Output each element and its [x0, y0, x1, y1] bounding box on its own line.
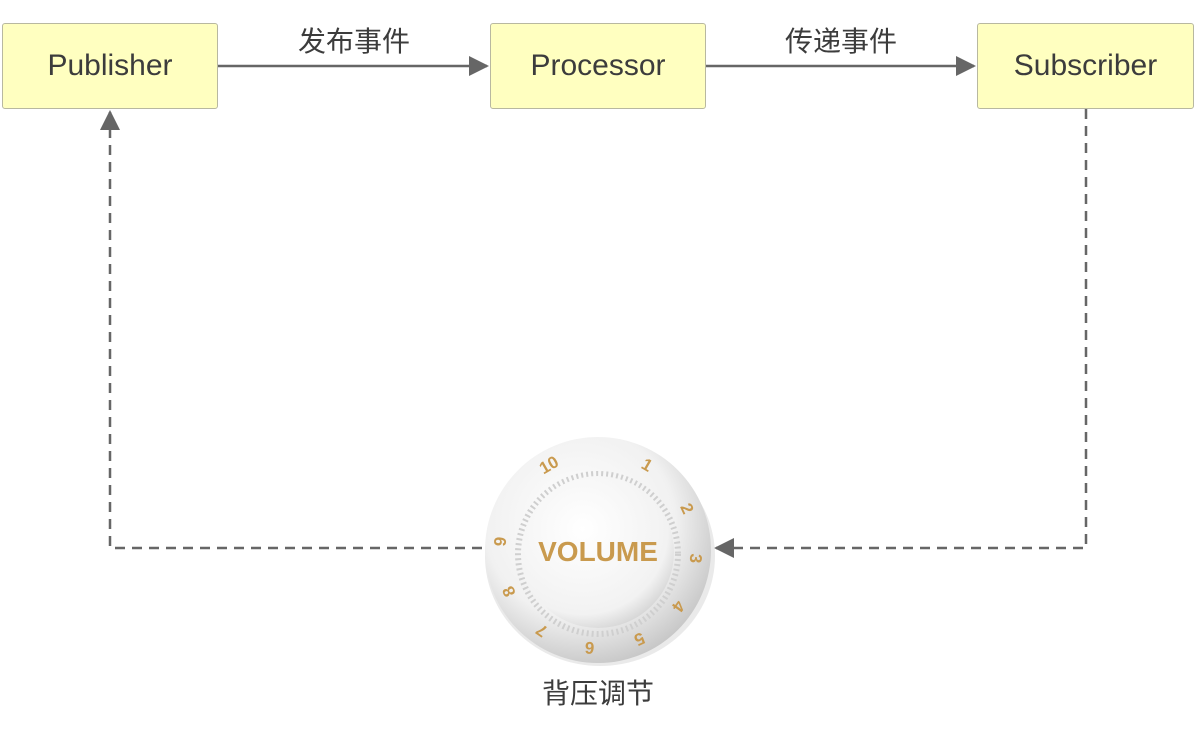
subscriber-feedback-line [714, 109, 1088, 558]
backpressure-caption: 背压调节 [541, 677, 654, 710]
knob-cap [522, 476, 674, 628]
publish-events-label: 发布事件 [297, 25, 410, 58]
knob-scale-number: 3 [686, 553, 706, 564]
subscriber-node: Subscriber [977, 23, 1194, 109]
knob-scale-number: 9 [491, 536, 511, 547]
deliver-events-label: 传递事件 [784, 25, 897, 58]
processor-node: Processor [490, 23, 706, 109]
publisher-label: Publisher [47, 49, 173, 82]
knob-scale-number: 6 [584, 638, 595, 658]
publisher-feedback-line [100, 110, 482, 550]
knob-volume-label: VOLUME [538, 536, 658, 567]
publisher-node: Publisher [2, 23, 218, 109]
processor-label: Processor [530, 49, 666, 82]
subscriber-label: Subscriber [1013, 49, 1158, 82]
knob-cap-ridge [515, 471, 681, 637]
